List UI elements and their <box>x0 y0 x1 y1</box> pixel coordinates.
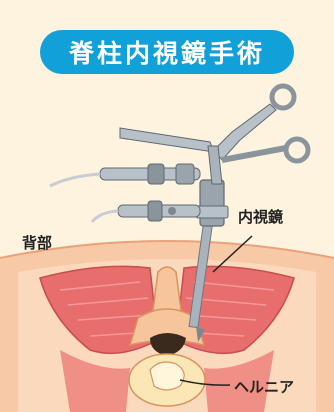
endoscope-collar <box>196 206 228 218</box>
camera-connector-knob <box>148 164 164 184</box>
light-port <box>168 207 176 215</box>
finger-ring-upper <box>272 86 294 108</box>
herniated-disc <box>150 362 184 390</box>
endoscope-label: 内視鏡 <box>238 206 283 227</box>
camera-connector-end <box>176 164 194 184</box>
light-connector-knob <box>148 201 162 221</box>
hernia-label: ヘルニア <box>234 376 294 397</box>
handle-arm <box>120 128 214 152</box>
back-label: 背部 <box>22 232 52 253</box>
finger-ring-lower <box>286 139 308 161</box>
cable-lower <box>92 211 118 222</box>
cable-upper <box>50 174 100 186</box>
endoscope-body <box>200 180 224 226</box>
